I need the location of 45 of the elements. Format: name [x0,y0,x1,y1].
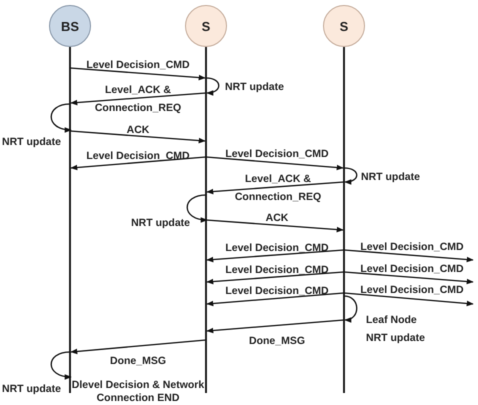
edge-label: Done_MSG [108,354,167,369]
message-arrow [344,249,474,262]
message-arrow [206,271,344,284]
participant-circle: S [323,5,365,47]
participant-circle: S [185,5,227,47]
message-arrow [206,156,344,170]
edge-label: NRT update [2,135,62,150]
message-arrow [344,271,474,284]
self-loop-arrow [50,103,72,132]
self-loop-arrow [206,77,220,96]
message-arrow [70,156,206,170]
message-arrow [70,92,206,106]
edge-label: Level Decision_CMD [224,147,330,162]
message-arrow [206,219,344,232]
edge-label: Level_ACK & Connection_REQ [94,83,182,116]
self-loop-arrow [50,351,72,380]
edge-label: Level Decision_CMD [85,58,191,73]
edge-label: NRT update [225,80,285,95]
self-loop-arrow [186,194,208,222]
edge-label: Level Decision_CMD [359,262,465,277]
self-loop-arrow [344,167,358,184]
edge-label: Level Decision_CMD [224,241,330,256]
message-arrow [206,249,344,262]
edge-label: NRT update [130,216,190,231]
message-arrow [70,339,206,354]
edge-label: Done_MSG [248,334,306,349]
message-arrow [70,67,206,80]
edge-label: Level Decision_CMD [359,240,465,255]
edge-label: NRT update [2,382,62,397]
message-arrow [206,181,344,194]
message-arrow [70,130,206,144]
edge-label: Level Decision_CMD [85,149,191,164]
edge-label: NRT update [361,170,421,185]
edge-label: Leaf Node NRT update [366,313,426,346]
edge-label: ACK [264,211,290,226]
edge-label: Level Decision_CMD [359,283,465,298]
edge-label: Level Decision_CMD [224,263,330,278]
edge-label: ACK [126,123,150,138]
self-loop-arrow [344,295,358,322]
edge-label: Level_ACK & Connection_REQ [234,172,322,205]
message-arrow [344,292,474,306]
edge-label: Level Decision_CMD [224,284,330,299]
participant-circle: BS [49,5,91,47]
message-arrow [206,292,344,306]
message-arrow [206,319,344,334]
